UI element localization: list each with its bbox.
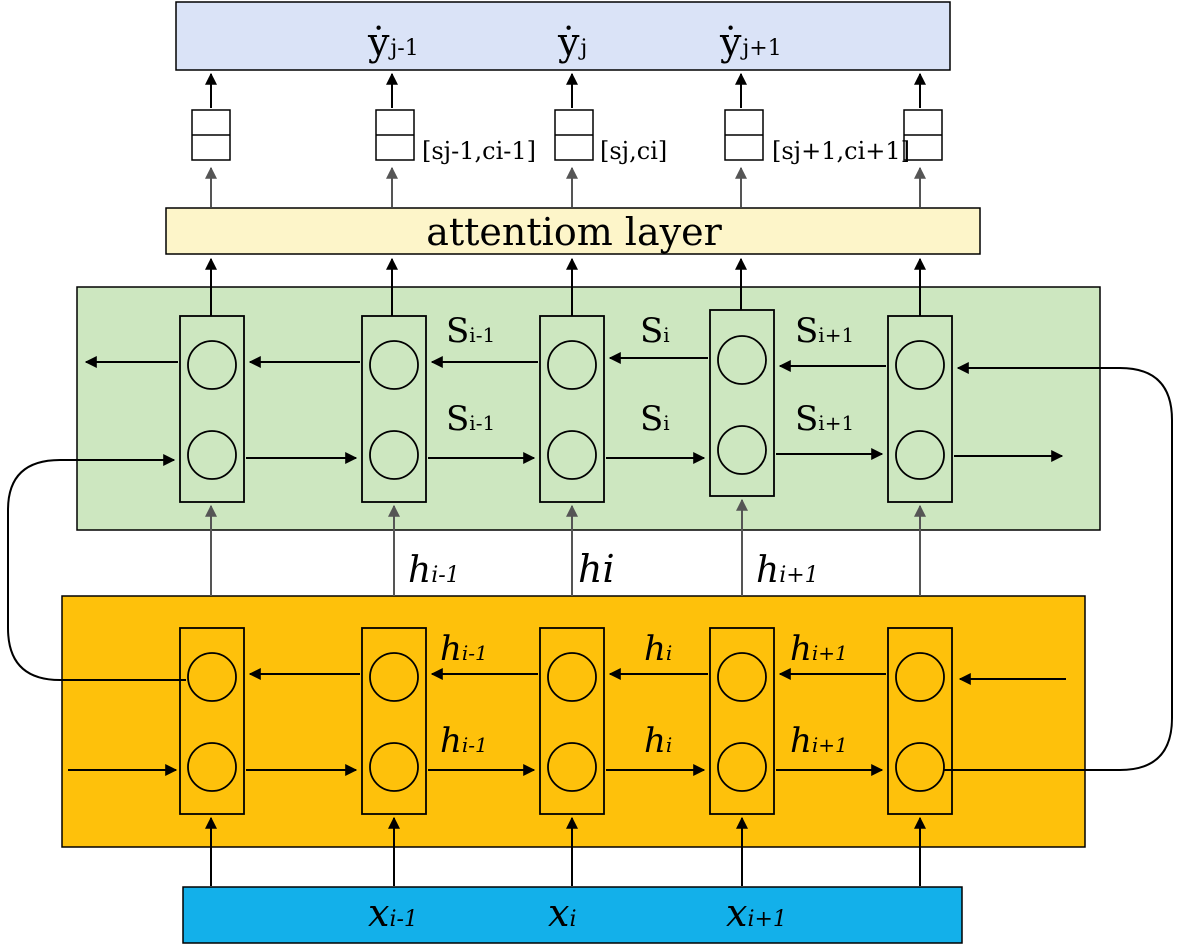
decoder-back-label-2: Si (640, 311, 670, 351)
output-arrows (205, 72, 926, 108)
decoder-cells (179, 309, 953, 503)
hidden-label-cur: hi (578, 547, 615, 591)
encoder-cells (179, 627, 953, 815)
encoder-cell (179, 627, 245, 815)
input-label-cur: xi (548, 891, 576, 935)
input-band (182, 886, 963, 944)
decoder-cell (887, 315, 953, 503)
decoder-back-label-1: Si-1 (446, 311, 495, 351)
context-label-cur: [sj,ci] (600, 137, 667, 165)
decoder-to-attention-arrows (205, 257, 926, 316)
decoder-band (76, 286, 1101, 531)
decoder-cell (361, 315, 427, 503)
encoder-fwd-label-3: hi+1 (790, 721, 848, 761)
encoder-back-label-2: hi (644, 629, 672, 669)
encoder-back-label-3: hi+1 (790, 629, 848, 669)
encoder-band (61, 595, 1086, 848)
encoder-back-label-1: hi-1 (440, 629, 488, 669)
hidden-label-next: hi+1 (756, 550, 819, 591)
output-band (175, 1, 951, 71)
decoder-cell (539, 315, 605, 503)
encoder-backward-arrows (248, 668, 1066, 685)
context-label-prev: [sj-1,ci-1] (422, 137, 536, 165)
decoder-backward-arrows (84, 352, 886, 372)
output-label-cur: ẏj (557, 20, 587, 64)
decoder-cell (709, 309, 775, 497)
decoder-fwd-label-2: Si (640, 399, 670, 439)
encoder-cell (709, 627, 775, 815)
input-to-encoder-arrows (205, 816, 926, 886)
decoder-forward-arrows (246, 448, 1064, 464)
output-label-prev: ẏj-1 (367, 20, 419, 64)
left-skip-connection (7, 454, 186, 681)
encoder-cell (361, 627, 427, 815)
hidden-label-prev: hi-1 (408, 550, 460, 591)
decoder-fwd-label-1: Si-1 (446, 399, 495, 439)
attention-layer-label: attentiom layer (426, 210, 722, 254)
decoder-cell (179, 315, 245, 503)
encoder-fwd-label-1: hi-1 (440, 721, 488, 761)
encoder-fwd-label-2: hi (644, 721, 672, 761)
encoder-to-decoder-arrows (205, 498, 926, 596)
right-skip-connection (944, 362, 1173, 771)
decoder-back-label-3: Si+1 (795, 311, 854, 351)
encoder-cell (539, 627, 605, 815)
output-label-next: ẏj+1 (719, 20, 782, 64)
input-label-next: xi+1 (726, 891, 787, 935)
context-label-next: [sj+1,ci+1] (772, 137, 910, 165)
attention-band (165, 207, 981, 255)
input-label-prev: xi-1 (368, 891, 418, 935)
context-boxes (191, 109, 943, 161)
encoder-cell (887, 627, 953, 815)
attention-to-context-arrows (205, 166, 926, 207)
decoder-fwd-label-3: Si+1 (795, 399, 854, 439)
